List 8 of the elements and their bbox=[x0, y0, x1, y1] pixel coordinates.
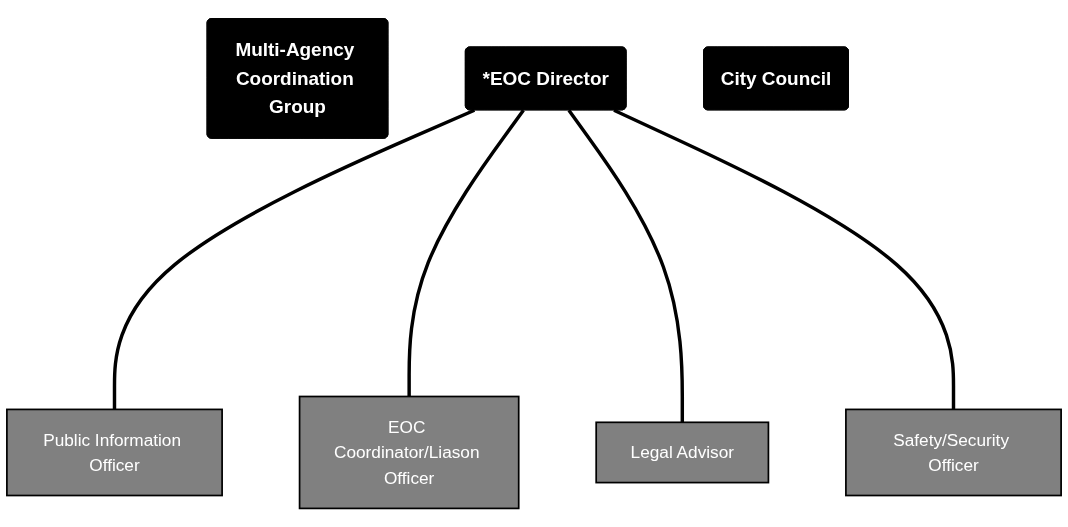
node-box: EOC Coordinator/Liason Officer bbox=[298, 395, 520, 510]
connector bbox=[613, 108, 956, 410]
connector bbox=[112, 108, 476, 410]
connector bbox=[407, 109, 525, 397]
connector bbox=[567, 109, 684, 423]
node-box: Legal Advisor bbox=[595, 421, 770, 484]
node-box: Public Information Officer bbox=[6, 408, 223, 497]
node-box: Safety/Security Officer bbox=[845, 408, 1062, 497]
